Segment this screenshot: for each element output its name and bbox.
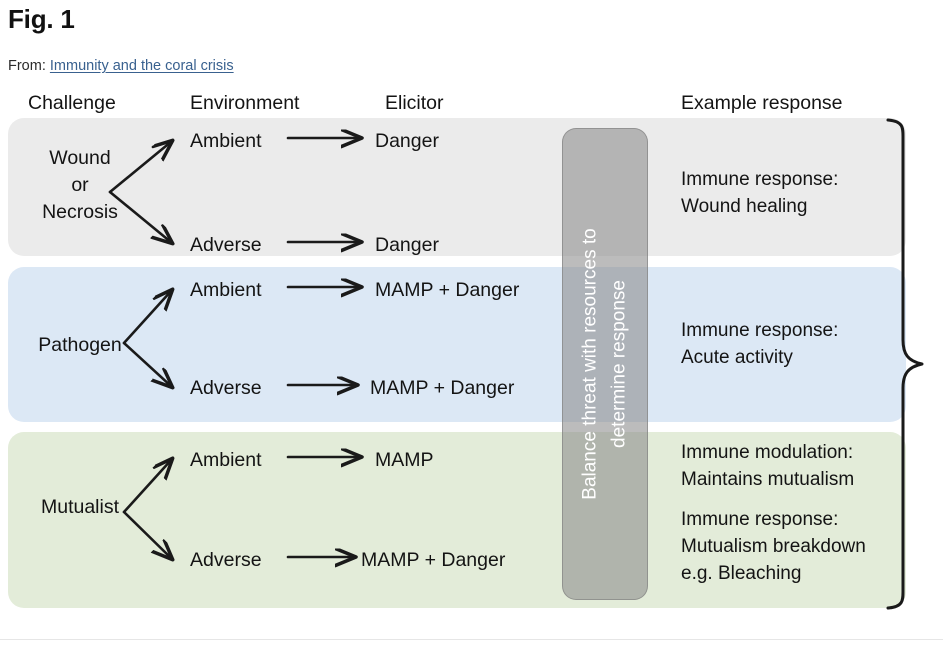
branch-arrow-pathogen-ambient bbox=[122, 290, 172, 345]
challenge-label-wound: Wound or Necrosis bbox=[42, 147, 118, 223]
column-header-example-response: Example response bbox=[681, 92, 843, 114]
grouping-brace bbox=[886, 118, 924, 610]
response-text-mutualist-modulation: Immune modulation: Maintains mutualism bbox=[681, 442, 855, 490]
environment-label-mutualist-ambient: Ambient bbox=[190, 449, 262, 471]
response-text-mutualist-response: Immune response: Mutualism breakdown e.g… bbox=[681, 509, 866, 584]
source-attribution: From: Immunity and the coral crisis bbox=[8, 58, 234, 74]
elicitor-label-pathogen-ambient: MAMP + Danger bbox=[375, 279, 520, 301]
page-title: Fig. 1 bbox=[8, 4, 75, 34]
diagram-vectors bbox=[108, 118, 924, 610]
elicitor-label-pathogen-adverse: MAMP + Danger bbox=[370, 377, 515, 399]
elicitor-label-wound-adverse: Danger bbox=[375, 234, 439, 256]
environment-label-wound-ambient: Ambient bbox=[190, 130, 262, 152]
elicitor-label-wound-ambient: Danger bbox=[375, 130, 439, 152]
footer-divider bbox=[0, 639, 943, 640]
elicitor-label-mutualist-adverse: MAMP + Danger bbox=[361, 549, 506, 571]
column-header-elicitor: Elicitor bbox=[385, 92, 444, 114]
challenge-label-pathogen: Pathogen bbox=[38, 334, 122, 356]
environment-label-wound-adverse: Adverse bbox=[190, 234, 262, 256]
from-label: From: bbox=[8, 58, 46, 74]
branch-arrow-mutualist-ambient bbox=[122, 459, 172, 514]
column-header-environment: Environment bbox=[190, 92, 300, 114]
environment-label-pathogen-adverse: Adverse bbox=[190, 377, 262, 399]
branch-arrow-mutualist-adverse bbox=[122, 510, 172, 559]
environment-label-pathogen-ambient: Ambient bbox=[190, 279, 262, 301]
response-text-wound: Immune response: Wound healing bbox=[681, 169, 839, 217]
challenge-label-mutualist: Mutualist bbox=[40, 496, 120, 518]
response-text-pathogen: Immune response: Acute activity bbox=[681, 320, 839, 368]
balance-threat-label: Balance threat with resources to determi… bbox=[579, 228, 630, 500]
figure-diagram: Wound or Necrosis Ambient Danger Adverse… bbox=[0, 112, 943, 612]
branch-arrow-wound-ambient bbox=[108, 141, 172, 194]
source-article-link[interactable]: Immunity and the coral crisis bbox=[49, 58, 234, 74]
environment-label-mutualist-adverse: Adverse bbox=[190, 549, 262, 571]
elicitor-label-mutualist-ambient: MAMP bbox=[375, 449, 434, 471]
branch-arrow-pathogen-adverse bbox=[122, 341, 172, 387]
column-header-challenge: Challenge bbox=[28, 92, 116, 114]
balance-threat-bar: Balance threat with resources to determi… bbox=[562, 128, 648, 600]
branch-arrow-wound-adverse bbox=[108, 190, 172, 243]
